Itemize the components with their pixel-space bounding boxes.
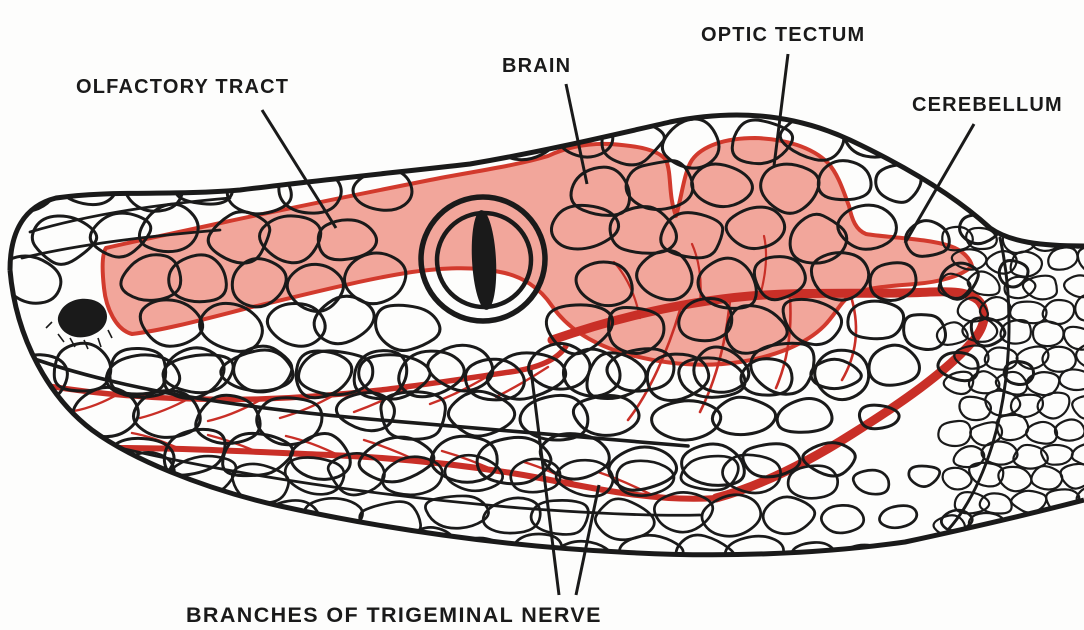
leader-lines bbox=[260, 53, 976, 596]
labial-crease bbox=[24, 354, 690, 448]
label-cerebellum: CEREBELLUM bbox=[912, 94, 1063, 116]
snout-plate-line-2 bbox=[20, 228, 222, 260]
brain-region-shape bbox=[100, 136, 974, 367]
snake-eye bbox=[418, 194, 548, 324]
nostril-stipple bbox=[45, 321, 113, 350]
eye-outer-ring bbox=[418, 194, 548, 324]
nostril bbox=[45, 298, 113, 350]
leader-trigeminal-upper bbox=[529, 369, 561, 596]
leader-optic-tectum bbox=[772, 53, 790, 167]
nostril-blob bbox=[57, 298, 107, 338]
label-brain: BRAIN bbox=[502, 55, 572, 77]
snout-plate-line-1 bbox=[28, 196, 232, 234]
facial-creases bbox=[20, 196, 1011, 532]
label-olfactory-tract: OLFACTORY TRACT bbox=[76, 76, 290, 98]
neck-fold bbox=[946, 236, 1011, 532]
leader-cerebellum bbox=[903, 123, 976, 244]
leader-trigeminal-lower bbox=[574, 484, 601, 596]
label-optic-tectum: OPTIC TECTUM bbox=[701, 24, 866, 46]
leader-brain bbox=[564, 83, 589, 185]
brain-region-group bbox=[100, 136, 974, 367]
head-outline bbox=[7, 112, 1084, 558]
leader-olfactory-tract bbox=[260, 109, 338, 229]
eye-slit-pupil bbox=[471, 210, 497, 310]
label-trigeminal-nerve: BRANCHES OF TRIGEMINAL NERVE bbox=[186, 603, 602, 627]
jaw-crease bbox=[118, 446, 702, 517]
